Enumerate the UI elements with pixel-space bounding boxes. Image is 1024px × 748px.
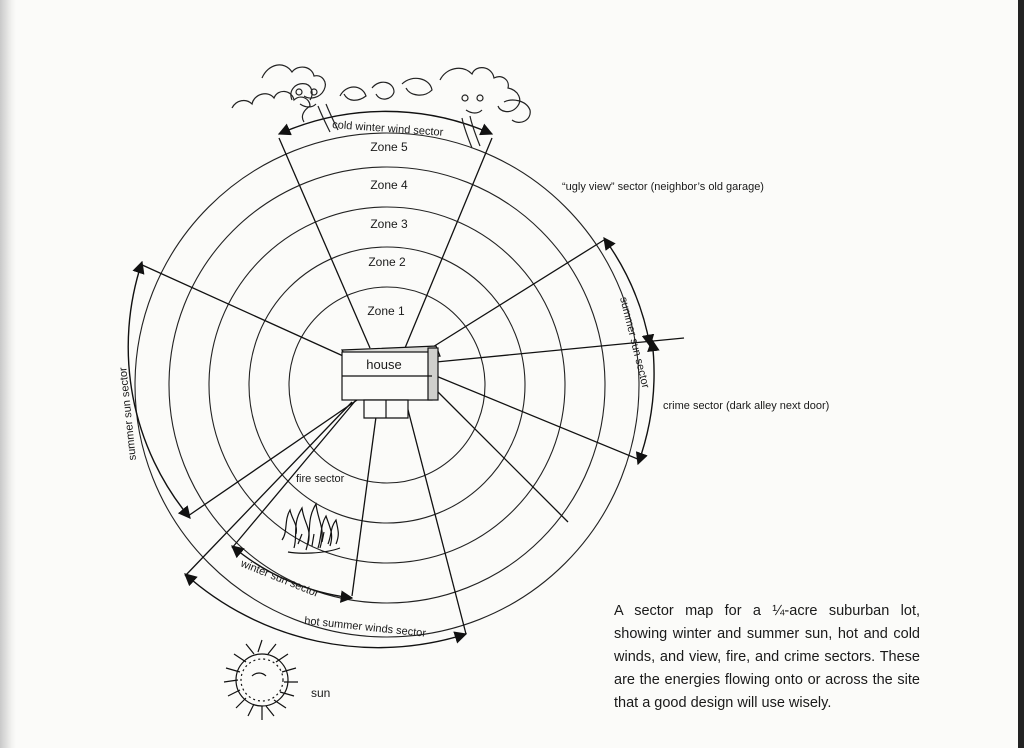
ray-winter-sun-right [351, 401, 379, 597]
arc-hot-summer-winds [184, 573, 468, 649]
zone-label-4: Zone 4 [370, 178, 408, 192]
arc-crime [635, 338, 660, 466]
house-label: house [366, 357, 401, 372]
zone-label-2: Zone 2 [368, 255, 406, 269]
crime-label: crime sector (dark alley next door) [663, 400, 829, 412]
house-icon [340, 345, 441, 419]
ray-hot-wind-right [405, 401, 467, 635]
ray-crime-bottom [435, 375, 641, 461]
zone-label-5: Zone 5 [370, 140, 408, 154]
zone-ring-2 [248, 246, 526, 524]
ray-summer-sun-right-bottom [427, 381, 569, 523]
ray-cold-wind-right [404, 137, 493, 349]
fire-sector-label: fire sector [296, 473, 345, 485]
arc-summer-sun-left [127, 260, 191, 519]
arc-summer-sun-right [603, 236, 655, 348]
zone-ring-1 [288, 286, 486, 484]
ray-ugly-view-top [419, 239, 605, 356]
fire-icon [281, 502, 341, 554]
winter-sun-label: winter sun sector [238, 557, 321, 600]
page-edge [1018, 0, 1024, 748]
summer-sun-left-label: summer sun sector [117, 366, 139, 461]
ray-fire-1 [187, 397, 361, 517]
sun-icon [223, 639, 298, 720]
summer-sun-right-label: summer sun sector [617, 296, 651, 390]
ray-cold-wind-left [278, 137, 371, 349]
arc-cold-winter-wind [277, 110, 494, 136]
ray-fire-2 [231, 399, 357, 549]
ugly-view-label: “ugly view” sector (neighbor’s old garag… [562, 181, 764, 193]
zone-label-3: Zone 3 [370, 217, 408, 231]
sun-label: sun [311, 686, 330, 700]
zone-ring-3 [208, 206, 566, 564]
cloud-icon [231, 64, 531, 149]
ray-summer-sun-left-top [139, 263, 353, 361]
page-gutter-shadow [0, 0, 16, 748]
ray-hot-wind-left [184, 401, 353, 577]
figure-caption: A sector map for a ¼-acre suburban lot, … [614, 603, 920, 711]
sector-arcs [127, 110, 660, 649]
zone-label-1: Zone 1 [367, 304, 405, 318]
